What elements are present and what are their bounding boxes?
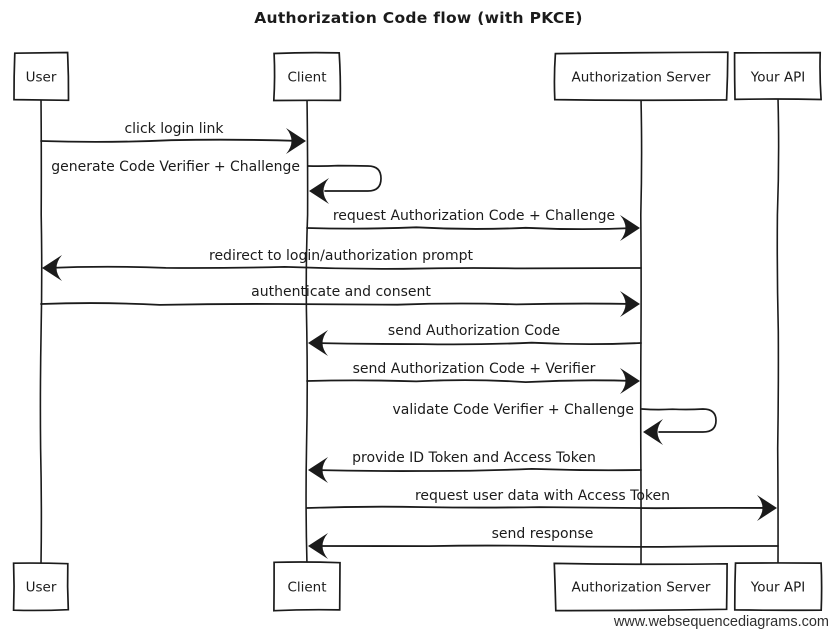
message-arrowhead — [308, 330, 328, 356]
message-label: validate Code Verifier + Challenge — [392, 402, 634, 418]
actor-box-user-bottom — [12, 562, 70, 612]
message-arrowhead — [620, 291, 640, 317]
actor-label-user-top: User — [26, 70, 57, 86]
actor-box-client-top — [272, 51, 342, 102]
actor-box-api-bottom — [733, 562, 823, 612]
message-label: send Authorization Code — [388, 323, 560, 339]
actor-label-auth-bottom: Authorization Server — [572, 580, 711, 596]
message-line — [312, 467, 642, 472]
message-arrowhead — [286, 128, 306, 154]
watermark-text: www.websequencediagrams.com — [613, 614, 829, 630]
message-arrowhead — [643, 419, 663, 445]
message-line — [306, 226, 636, 231]
message-label: request user data with Access Token — [415, 488, 670, 504]
lifeline-client — [305, 97, 309, 566]
message-label: click login link — [124, 121, 224, 137]
actor-label-auth-top: Authorization Server — [572, 70, 711, 86]
message-line — [40, 302, 636, 306]
message-line — [306, 379, 636, 384]
actor-box-auth-bottom — [553, 562, 728, 612]
message-label: authenticate and consent — [251, 284, 431, 300]
actor-box-auth-top — [553, 51, 729, 102]
message-arrowhead — [620, 215, 640, 241]
actor-label-client-bottom: Client — [287, 580, 326, 596]
lifeline-api — [776, 97, 780, 566]
self-message-loop — [641, 408, 717, 433]
message-arrowhead — [308, 457, 328, 483]
message-line — [306, 505, 773, 510]
message-arrowhead — [42, 255, 62, 281]
message-line — [40, 138, 302, 143]
actor-label-client-top: Client — [287, 70, 326, 86]
message-line — [312, 341, 642, 346]
message-line — [312, 544, 779, 548]
actor-box-api-top — [733, 51, 823, 101]
actor-box-user-top — [13, 51, 70, 102]
message-label: generate Code Verifier + Challenge — [51, 159, 300, 175]
message-arrowhead — [757, 495, 777, 521]
message-label: send response — [492, 526, 594, 542]
self-message-loop — [307, 164, 382, 192]
message-arrowhead — [308, 533, 328, 559]
actor-label-api-top: Your API — [750, 70, 805, 86]
message-arrowhead — [620, 368, 640, 394]
lifeline-user — [39, 97, 43, 566]
message-label: redirect to login/authorization prompt — [209, 248, 474, 264]
message-label: request Authorization Code + Challenge — [333, 208, 615, 224]
message-arrowhead — [309, 178, 329, 204]
actor-label-user-bottom: User — [26, 580, 57, 596]
actor-label-api-bottom: Your API — [750, 580, 805, 596]
message-label: send Authorization Code + Verifier — [353, 361, 596, 377]
message-line — [46, 265, 642, 270]
message-label: provide ID Token and Access Token — [352, 450, 596, 466]
diagram-title: Authorization Code flow (with PKCE) — [254, 9, 583, 27]
lifeline-auth — [639, 97, 643, 566]
actor-box-client-bottom — [273, 561, 341, 612]
